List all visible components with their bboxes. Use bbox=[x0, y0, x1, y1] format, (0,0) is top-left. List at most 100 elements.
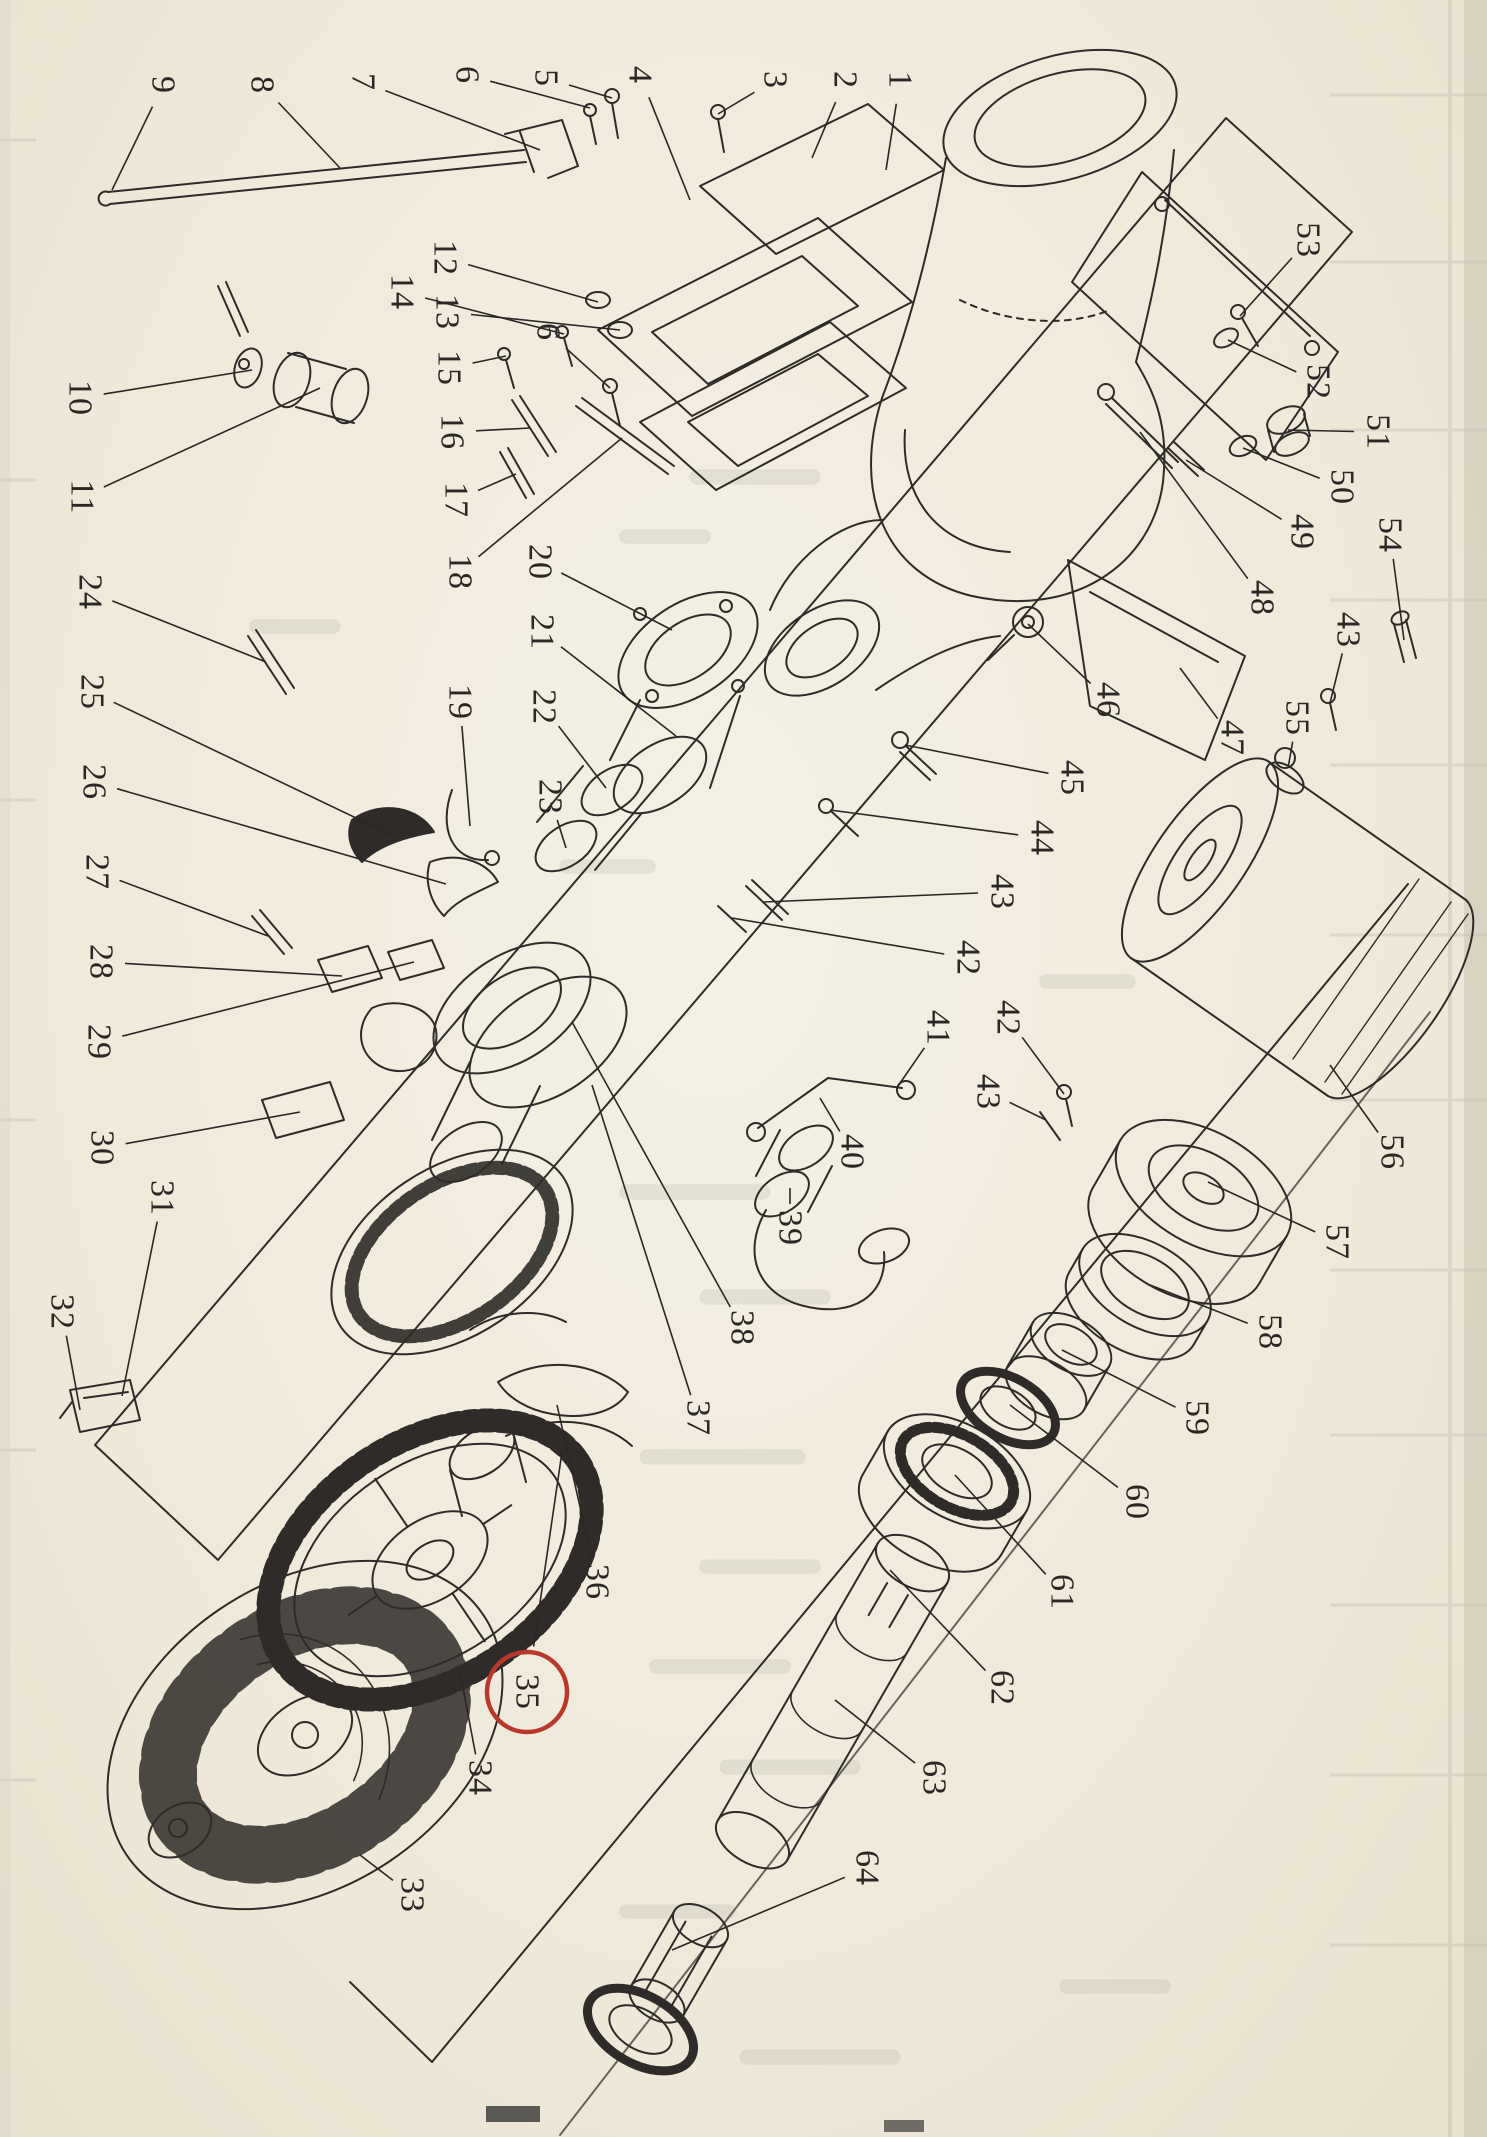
part-number-46: 46 bbox=[1090, 682, 1127, 718]
part-label-16: 16 bbox=[434, 414, 531, 450]
part-label-7: 7 bbox=[345, 73, 541, 151]
leader-line bbox=[1242, 447, 1320, 479]
part-number-26: 26 bbox=[76, 764, 113, 800]
part-number-63: 63 bbox=[916, 1760, 953, 1796]
bottom-left-bracket bbox=[59, 1379, 141, 1433]
part-number-34: 34 bbox=[462, 1760, 499, 1796]
part-label-27: 27 bbox=[79, 854, 269, 937]
leader-line bbox=[461, 725, 471, 827]
part-number-54: 54 bbox=[1372, 517, 1409, 553]
leader-line bbox=[954, 1474, 1047, 1575]
leader-line bbox=[121, 1221, 158, 1397]
part-number-23: 23 bbox=[532, 779, 569, 815]
part-number-21: 21 bbox=[524, 614, 561, 650]
part-number-59: 59 bbox=[1179, 1400, 1216, 1436]
part-number-57: 57 bbox=[1319, 1224, 1356, 1260]
leader-line bbox=[116, 787, 447, 885]
part-number-4: 4 bbox=[622, 66, 659, 84]
leader-line bbox=[1239, 257, 1293, 317]
part-number-27: 27 bbox=[79, 854, 116, 890]
part-number-14: 14 bbox=[384, 274, 421, 310]
part-number-48: 48 bbox=[1244, 580, 1281, 616]
leader-line bbox=[277, 101, 341, 169]
leader-line bbox=[1009, 1101, 1047, 1121]
part-label-6: 6 bbox=[449, 66, 591, 109]
leader-line bbox=[1185, 459, 1283, 520]
leader-line bbox=[385, 89, 541, 151]
part-number-43: 43 bbox=[1330, 612, 1367, 648]
part-number-31: 31 bbox=[144, 1180, 181, 1216]
part-label-45: 45 bbox=[904, 744, 1091, 796]
part-label-9: 9 bbox=[111, 76, 182, 191]
leader-line bbox=[1392, 558, 1405, 641]
part-label-42: 42 bbox=[990, 1000, 1065, 1095]
part-number-62: 62 bbox=[984, 1670, 1021, 1706]
part-label-8: 8 bbox=[244, 76, 341, 169]
part-number-6: 6 bbox=[449, 66, 486, 84]
drive-shaft bbox=[715, 1533, 950, 1870]
leader-line bbox=[112, 600, 267, 663]
leader-line bbox=[1061, 1349, 1176, 1408]
part-label-54: 54 bbox=[1372, 517, 1409, 641]
part-number-37: 37 bbox=[680, 1400, 717, 1436]
support-bracket bbox=[1067, 559, 1246, 761]
shaft-sleeve bbox=[534, 763, 644, 873]
part-label-57: 57 bbox=[1207, 1181, 1356, 1260]
seal-ring bbox=[1064, 1232, 1212, 1361]
part-label-22: 22 bbox=[526, 689, 607, 789]
leader-line bbox=[557, 725, 607, 789]
fasteners-top bbox=[497, 88, 726, 499]
part-number-60: 60 bbox=[1119, 1484, 1156, 1520]
part-number-25: 25 bbox=[74, 674, 111, 710]
part-number-9: 9 bbox=[145, 76, 182, 94]
part-number-42: 42 bbox=[990, 1000, 1027, 1036]
mid-fasteners bbox=[717, 304, 1417, 1141]
part-label-21: 21 bbox=[524, 614, 677, 737]
impeller-boss bbox=[147, 1801, 213, 1859]
leader-line bbox=[671, 1876, 846, 1951]
part-label-14: 14 bbox=[384, 274, 565, 335]
leader-line bbox=[103, 369, 253, 395]
roller-and-cap bbox=[217, 281, 370, 425]
part-number-2: 2 bbox=[827, 71, 864, 89]
part-number-33: 33 bbox=[394, 1877, 431, 1913]
leader-line bbox=[124, 962, 343, 977]
part-number-29: 29 bbox=[81, 1024, 118, 1060]
part-number-49: 49 bbox=[1284, 514, 1321, 550]
part-label-12: 12 bbox=[427, 240, 599, 303]
part-number-35: 35 bbox=[509, 1674, 546, 1710]
part-label-51: 51 bbox=[1287, 414, 1397, 450]
part-label-23: 23 bbox=[532, 779, 569, 849]
pulley bbox=[1087, 1118, 1293, 1305]
scan-artifact bbox=[884, 2120, 924, 2132]
part-number-22: 22 bbox=[526, 689, 563, 725]
leader-line bbox=[819, 1097, 841, 1132]
part-label-20: 20 bbox=[522, 544, 673, 631]
part-number-7: 7 bbox=[345, 73, 382, 91]
leader-line bbox=[1021, 1036, 1065, 1095]
leader-line bbox=[472, 355, 507, 364]
cup-washer bbox=[1004, 1311, 1113, 1421]
leader-line bbox=[477, 437, 623, 558]
part-label-32: 32 bbox=[44, 1294, 81, 1411]
part-label-15: 15 bbox=[431, 350, 507, 386]
leader-line bbox=[113, 701, 399, 839]
part-number-38: 38 bbox=[724, 1310, 761, 1346]
part-number-1: 1 bbox=[882, 71, 919, 89]
part-number-55: 55 bbox=[1279, 700, 1316, 736]
part-number-58: 58 bbox=[1252, 1314, 1289, 1350]
part-label-18: 18 bbox=[442, 437, 623, 590]
part-label-25: 25 bbox=[74, 674, 399, 839]
part-label-58: 58 bbox=[1149, 1284, 1289, 1350]
scan-artifact bbox=[486, 2106, 540, 2122]
part-number-32: 32 bbox=[44, 1294, 81, 1330]
part-label-13: 13 bbox=[429, 294, 621, 331]
part-label-40: 40 bbox=[819, 1097, 871, 1170]
part-label-48: 48 bbox=[1139, 431, 1281, 616]
part-label-53: 53 bbox=[1239, 222, 1327, 317]
leader-line bbox=[1179, 667, 1219, 720]
part-label-28: 28 bbox=[83, 944, 343, 980]
leader-line bbox=[829, 809, 1019, 836]
leader-line bbox=[834, 1699, 916, 1764]
